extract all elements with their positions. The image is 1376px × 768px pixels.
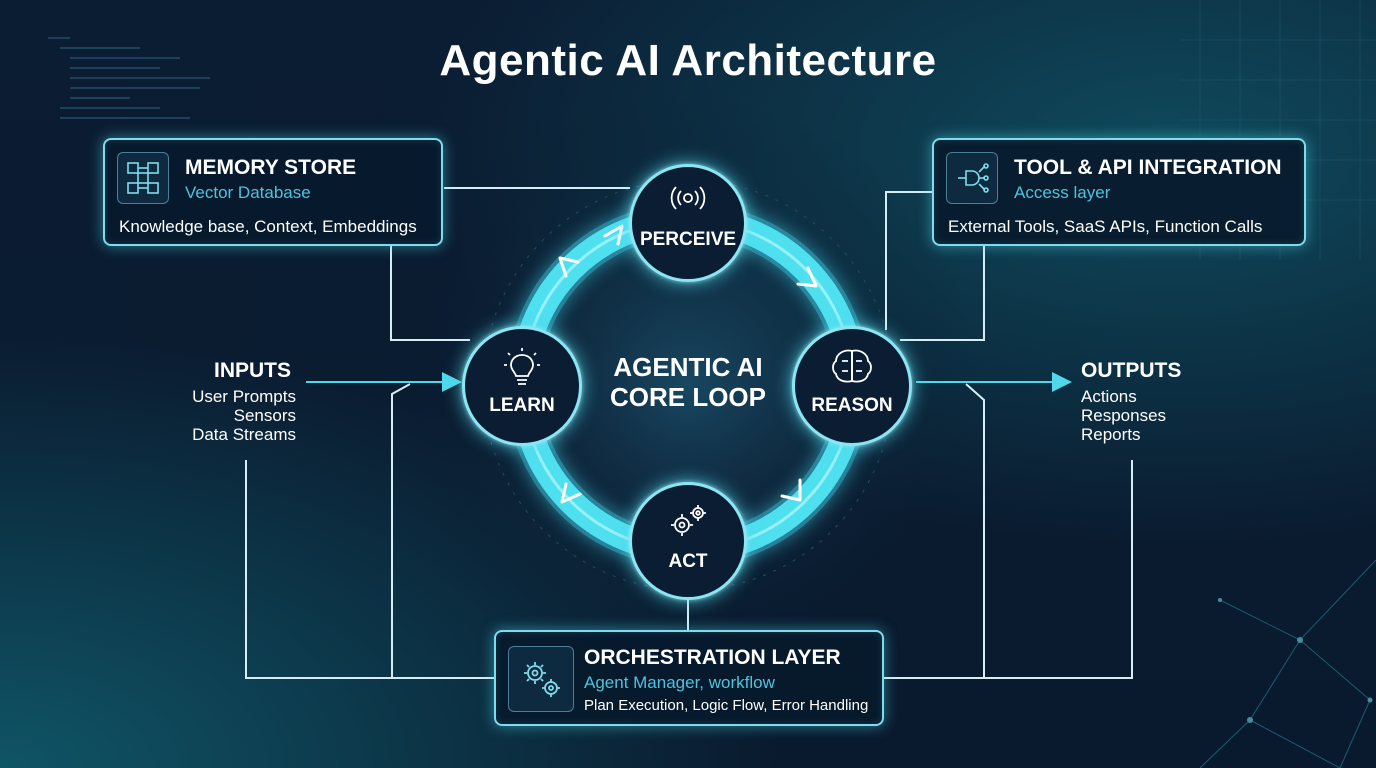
outputs-item-responses: Responses xyxy=(1081,406,1167,425)
memory-store-description: Knowledge base, Context, Embeddings xyxy=(119,217,417,236)
brain-icon xyxy=(832,349,872,383)
core-loop-label: AGENTIC AI CORE LOOP xyxy=(588,352,788,412)
inputs-item-user-prompts: User Prompts xyxy=(192,387,296,406)
orchestration-description: Plan Execution, Logic Flow, Error Handli… xyxy=(584,697,869,714)
memory-store-panel[interactable]: MEMORY STORE Vector Database Knowledge b… xyxy=(103,138,443,246)
gears-icon xyxy=(508,646,574,712)
outputs-title: OUTPUTS xyxy=(1081,359,1182,382)
tool-api-panel[interactable]: TOOL & API INTEGRATION Access layer Exte… xyxy=(932,138,1306,246)
node-act[interactable]: ACT xyxy=(629,482,747,600)
orchestration-panel[interactable]: ORCHESTRATION LAYER Agent Manager, workf… xyxy=(494,630,884,726)
eye-sensor-icon xyxy=(670,186,706,210)
act-gears-icon xyxy=(671,505,706,536)
cubes-network-icon xyxy=(117,152,169,204)
orchestration-title: ORCHESTRATION LAYER xyxy=(584,646,841,669)
inputs-item-sensors: Sensors xyxy=(233,406,296,425)
ring-arrows xyxy=(558,224,818,504)
plug-network-icon xyxy=(946,152,998,204)
node-reason-label: REASON xyxy=(811,395,893,416)
outputs-item-reports: Reports xyxy=(1081,425,1141,444)
core-loop-label-line1: AGENTIC AI xyxy=(613,352,763,382)
node-learn[interactable]: LEARN xyxy=(462,326,582,446)
tool-api-subtitle: Access layer xyxy=(1014,183,1111,202)
node-perceive[interactable]: PERCEIVE xyxy=(629,164,747,282)
background-code-lines xyxy=(48,37,210,119)
outputs-item-actions: Actions xyxy=(1081,387,1137,406)
connector-lines xyxy=(245,187,1133,679)
node-reason[interactable]: REASON xyxy=(792,326,912,446)
node-perceive-label: PERCEIVE xyxy=(639,229,737,250)
core-loop-label-line2: CORE LOOP xyxy=(609,382,766,412)
background-network xyxy=(1199,559,1376,768)
node-act-label: ACT xyxy=(668,551,708,572)
node-learn-label: LEARN xyxy=(489,395,555,416)
page-title: Agentic AI Architecture xyxy=(439,36,937,85)
memory-store-title: MEMORY STORE xyxy=(185,156,357,179)
tool-api-title: TOOL & API INTEGRATION xyxy=(1014,156,1282,179)
orchestration-subtitle: Agent Manager, workflow xyxy=(584,673,775,692)
inputs-title: INPUTS xyxy=(214,359,292,382)
lightbulb-icon xyxy=(504,348,540,385)
inputs-item-data-streams: Data Streams xyxy=(192,425,296,444)
memory-store-subtitle: Vector Database xyxy=(185,183,311,202)
tool-api-description: External Tools, SaaS APIs, Function Call… xyxy=(948,217,1263,236)
